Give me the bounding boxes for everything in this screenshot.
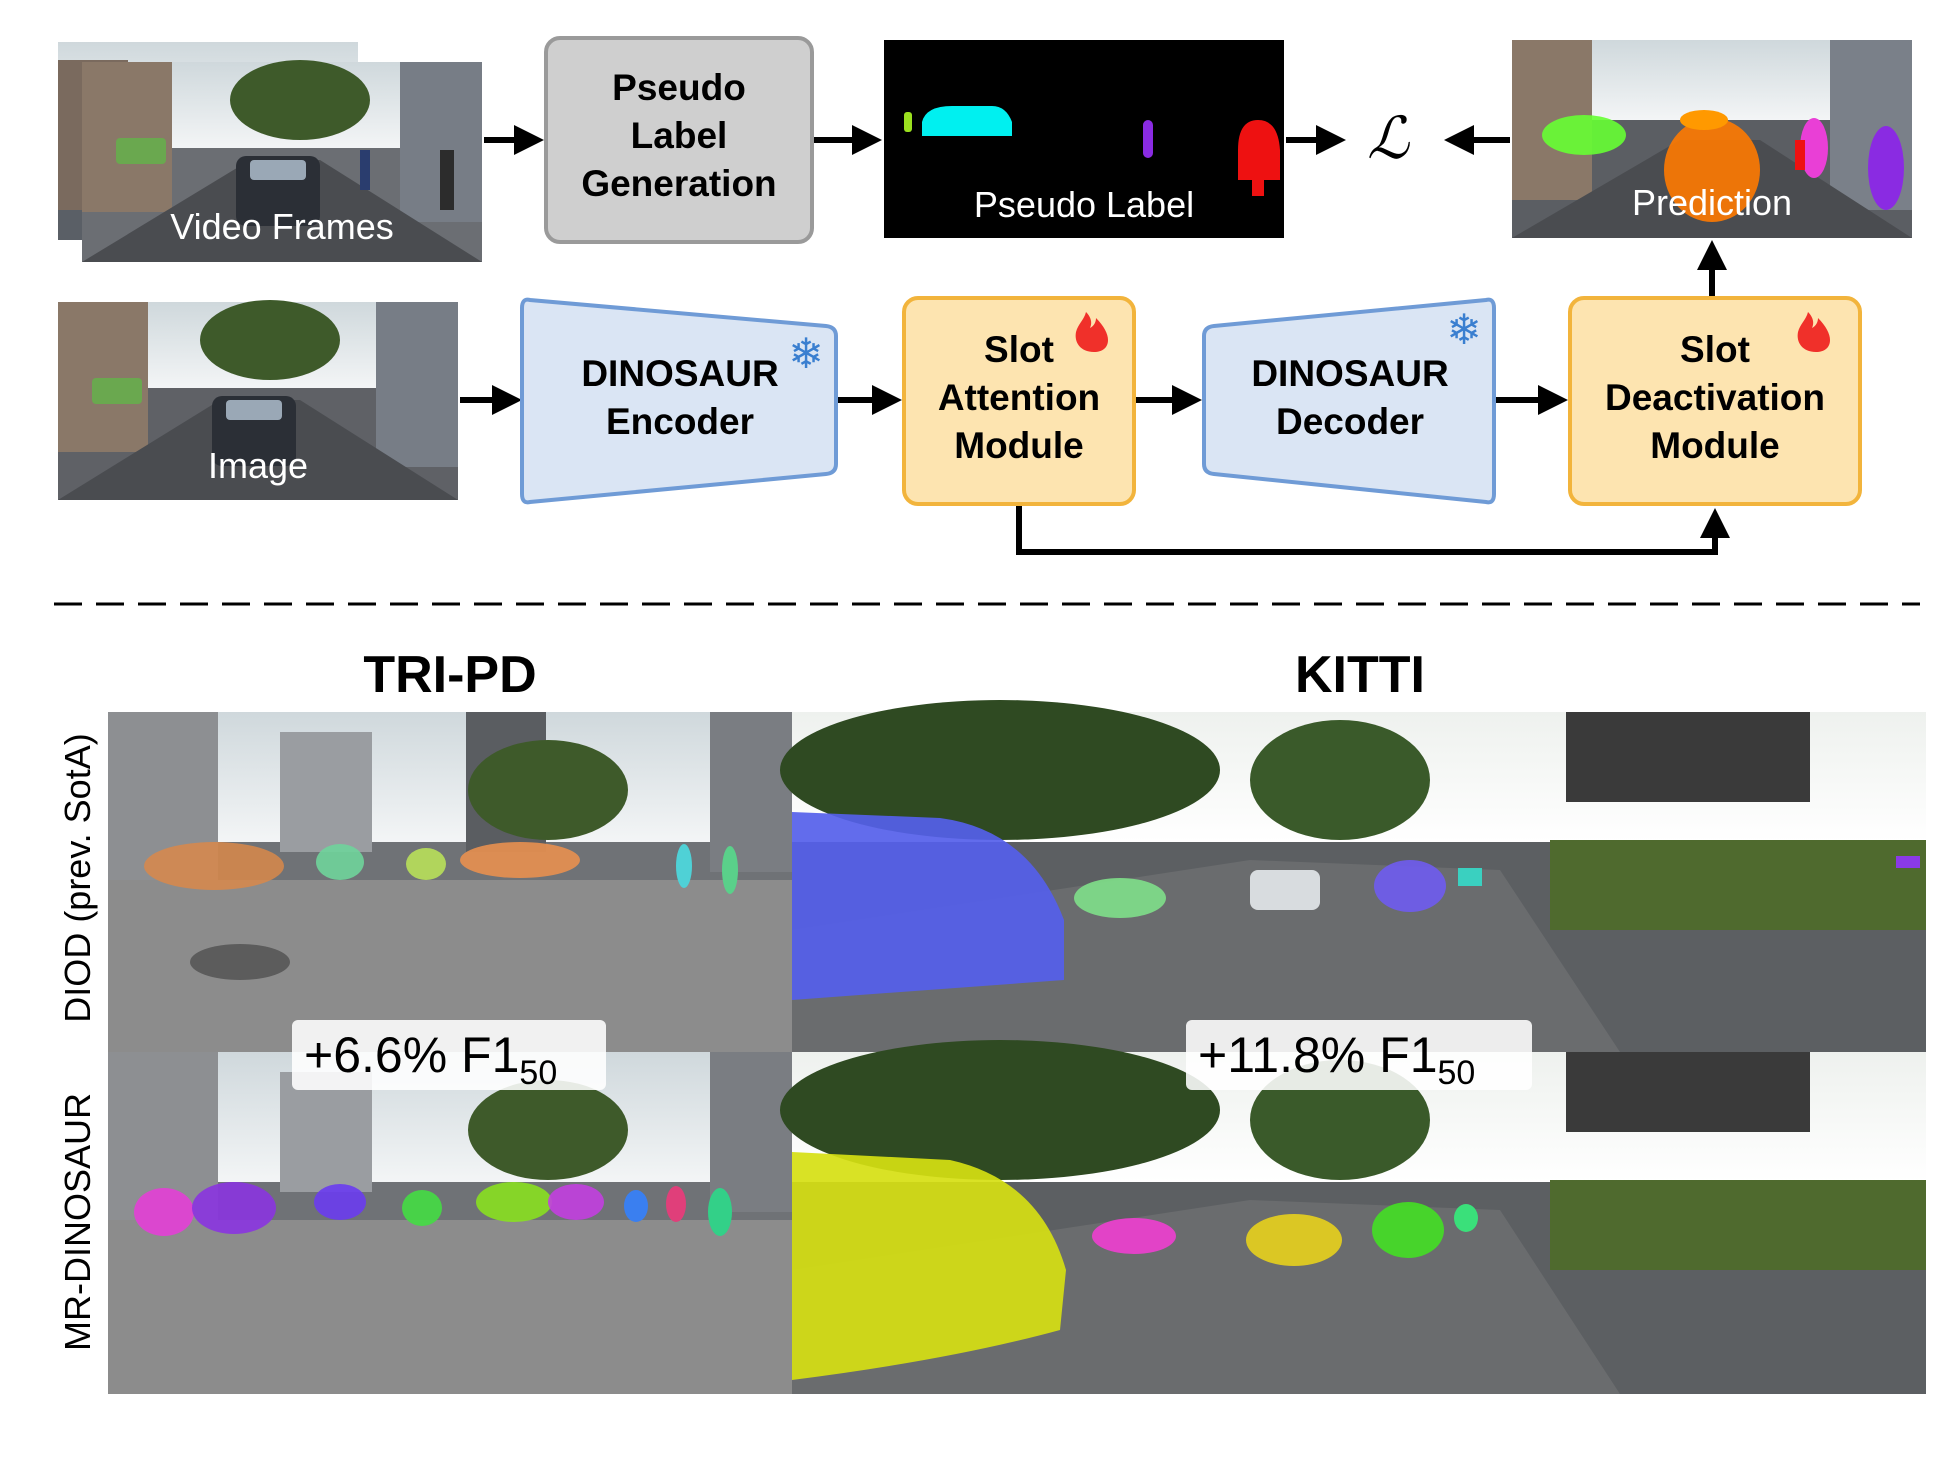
row-label-diod: DIOD (prev. SotA) [57, 733, 98, 1022]
mask-person-1 [1143, 120, 1153, 158]
prediction-text: Prediction [1632, 182, 1792, 223]
video-frames-stack: Video Frames [58, 42, 482, 262]
dataset-title-tri-pd: TRI-PD [363, 646, 536, 704]
plg-line-2: Label [631, 115, 728, 156]
row-label-mr-dinosaur: MR-DINOSAUR [57, 1093, 98, 1351]
tri-pd-mr-dinosaur-image [108, 1052, 792, 1394]
decoder-line-2: Decoder [1276, 401, 1424, 442]
slot-deact-line-3: Module [1650, 425, 1779, 466]
tri-pd-gain-badge: +6.6% F150 [292, 1020, 606, 1092]
plg-line-1: Pseudo [612, 67, 746, 108]
video-frame-front [82, 60, 482, 262]
snowflake-icon: ❄ [788, 329, 823, 378]
image-label: Image [208, 445, 308, 486]
kitti-mr-dinosaur-image [780, 1040, 1926, 1394]
mask-small [904, 112, 912, 132]
loss-symbol: ℒ [1367, 104, 1410, 172]
dinosaur-encoder-box: DINOSAUR Encoder ❄ [520, 297, 838, 505]
slot-deact-line-1: Slot [1680, 329, 1750, 370]
slot-attn-line-1: Slot [984, 329, 1054, 370]
video-frames-label: Video Frames [170, 206, 393, 247]
snowflake-icon: ❄ [1446, 305, 1481, 354]
kitti-gain-badge: +11.8% F150 [1186, 1020, 1532, 1092]
slot-deact-line-2: Deactivation [1605, 377, 1825, 418]
pseudo-label-image: Pseudo Label [884, 40, 1284, 238]
slot-deactivation-box: Slot Deactivation Module [1568, 296, 1862, 506]
slot-attn-line-2: Attention [938, 377, 1100, 418]
skip-connection-arrow [1016, 506, 1730, 555]
mask-person-2 [1238, 120, 1280, 196]
slot-attention-box: Slot Attention Module [902, 296, 1136, 506]
tri-pd-gain-text: +6.6% F150 [304, 1027, 557, 1092]
plg-line-3: Generation [581, 163, 776, 204]
kitti-gain-text: +11.8% F150 [1198, 1027, 1475, 1092]
fire-icon [1075, 312, 1108, 352]
mask-car [922, 106, 1012, 136]
slot-attn-line-3: Module [954, 425, 1083, 466]
pseudo-label-generation-box: Pseudo Label Generation [544, 36, 814, 244]
input-image: Image [58, 300, 458, 500]
encoder-line-2: Encoder [606, 401, 754, 442]
tri-pd-diod-image [108, 712, 792, 1052]
kitti-diod-image [780, 700, 1926, 1052]
encoder-line-1: DINOSAUR [581, 353, 778, 394]
prediction-image: Prediction [1512, 40, 1912, 238]
dinosaur-decoder-box: DINOSAUR Decoder ❄ [1202, 297, 1496, 505]
pseudo-label-text: Pseudo Label [974, 184, 1194, 225]
decoder-line-1: DINOSAUR [1251, 353, 1448, 394]
fire-icon [1797, 312, 1830, 352]
dataset-title-kitti: KITTI [1295, 646, 1425, 704]
